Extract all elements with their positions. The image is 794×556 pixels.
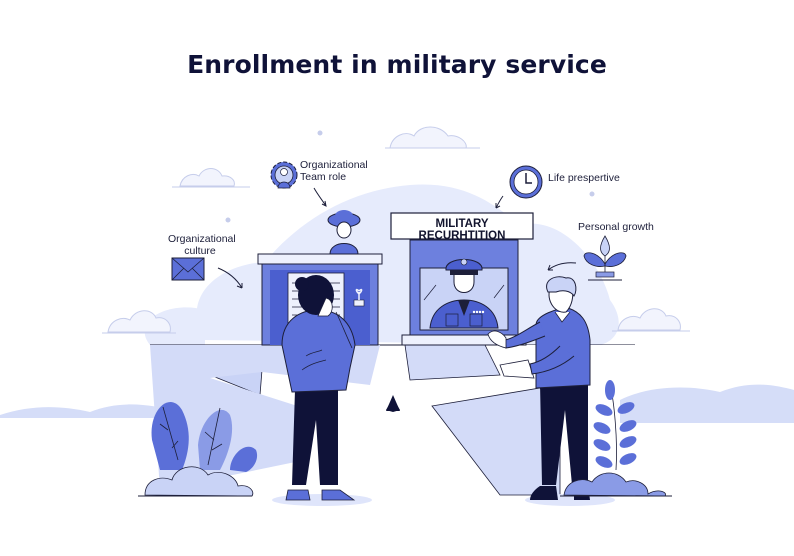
cloud-icon bbox=[102, 126, 690, 334]
plant-right bbox=[560, 380, 672, 497]
bush-left bbox=[138, 401, 258, 497]
clerk-figure bbox=[327, 210, 361, 255]
callout-growth-label: Personal growth bbox=[578, 221, 654, 233]
plant-icon bbox=[583, 235, 627, 281]
arrow-team-role bbox=[313, 187, 327, 207]
callout-life-label: Life prespertive bbox=[548, 172, 620, 184]
clock-icon bbox=[509, 165, 543, 199]
callout-team-role-label: Organizational Team role bbox=[300, 159, 368, 183]
officer-figure bbox=[429, 258, 499, 329]
booth-sign bbox=[390, 212, 534, 240]
horizon-wave-right bbox=[620, 384, 794, 423]
horizon-wave-left bbox=[0, 404, 180, 418]
arrow-life bbox=[495, 195, 504, 209]
arrow-growth bbox=[547, 262, 577, 271]
booth-sign-text: MILITARY RECURHTITION bbox=[418, 218, 506, 242]
road-right bbox=[431, 387, 561, 496]
callout-culture-label: Organizational culture bbox=[168, 233, 236, 257]
gear-person-icon bbox=[270, 161, 298, 189]
envelope-icon bbox=[171, 257, 205, 281]
applicant-right-figure bbox=[487, 276, 615, 506]
page-title: Enrollment in military service bbox=[187, 50, 607, 79]
arrow-culture bbox=[217, 267, 243, 289]
applicant-left-figure bbox=[272, 275, 372, 506]
